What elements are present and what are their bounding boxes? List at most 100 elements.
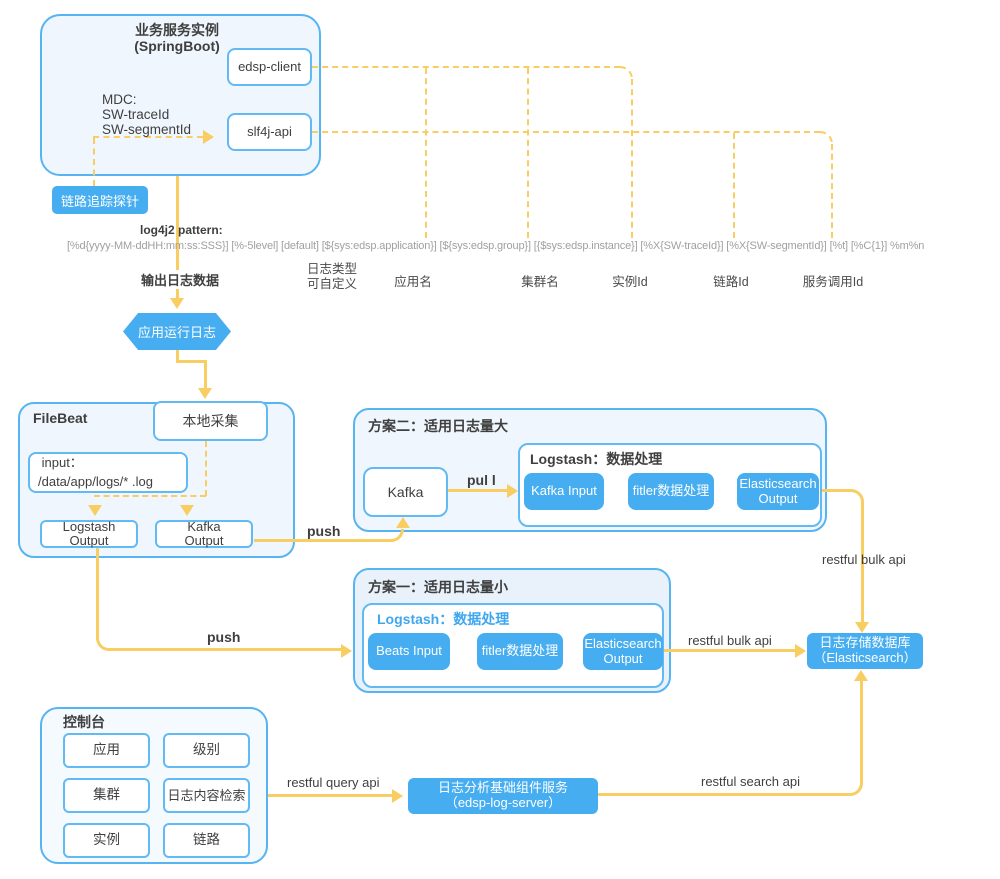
dashed-collect-split — [94, 495, 206, 497]
dashed-drop-segment — [831, 144, 833, 238]
flow-bulk-top-v — [861, 501, 864, 622]
flow-hex-right — [176, 360, 207, 363]
edsp-client-label: edsp-client — [238, 59, 301, 75]
es-store-line2: （Elasticsearch） — [813, 650, 917, 665]
arrow-right-icon — [795, 644, 806, 658]
mdc-text: MDC: SW-traceId SW-segmentId — [102, 92, 191, 137]
flow-bulk-top-h — [819, 489, 852, 492]
dashed-probe-link — [93, 138, 95, 186]
plan2-kafka-input-label: Kafka Input — [531, 483, 597, 499]
filebeat-input-box: input： /data/app/logs/* .log — [28, 452, 188, 493]
flow-push-bottom-v — [96, 548, 99, 640]
console-item-label: 级别 — [193, 742, 220, 758]
plan2-kafka-input-box: Kafka Input — [524, 473, 604, 510]
restful-search-api-label: restful search api — [701, 774, 800, 789]
log-server-line2: （edsp-log-server） — [444, 795, 562, 810]
log-server-line1: 日志分析基础组件服务 — [437, 780, 568, 796]
springboot-title: 业务服务实例 (SpringBoot) — [134, 22, 220, 54]
flow-corner — [391, 529, 404, 542]
plan1-es-output-line2: Output — [603, 650, 643, 666]
flow-query — [268, 794, 392, 797]
es-store-line1: 日志存储数据库 — [819, 635, 911, 651]
mdc-line: MDC: — [102, 92, 137, 107]
dashed-drop-group — [527, 68, 529, 238]
plan2-kafka-box: Kafka — [363, 467, 448, 517]
logstash-output-line2: Output — [69, 533, 109, 548]
flow-kafka-pull — [448, 489, 507, 492]
trace-probe-label: 链路追踪探针 — [60, 193, 139, 209]
annotation-cluster-name: 集群名 — [521, 275, 559, 289]
arrow-down-icon — [88, 505, 102, 516]
kafka-output-line2: Output — [184, 533, 224, 548]
dashed-drop-trace — [733, 133, 735, 238]
annotation-app-name: 应用名 — [394, 275, 432, 289]
arrow-down-icon — [198, 388, 212, 399]
flow-output-log — [176, 176, 179, 298]
plan2-es-output-line2: Output — [758, 490, 798, 506]
console-item-label: 链路 — [193, 832, 220, 848]
flow-search-h — [598, 793, 851, 796]
restful-bulk-api-bottom-label: restful bulk api — [688, 633, 772, 648]
console-item-instance: 实例 — [63, 823, 150, 858]
logstash-output-line1: Logstash — [62, 519, 116, 535]
arrow-down-icon — [855, 622, 869, 633]
push-top-label: push — [307, 523, 341, 539]
slf4j-api-label: slf4j-api — [247, 124, 292, 140]
logstash-output-box: Logstash Output — [40, 520, 138, 548]
console-item-cluster: 集群 — [63, 778, 150, 813]
flow-push-top — [254, 539, 394, 542]
flow-bulk-bottom — [664, 649, 795, 652]
mdc-line: SW-segmentId — [102, 122, 192, 137]
kafka-output-line1: Kafka — [187, 519, 221, 535]
dashed-drop-instance — [631, 79, 633, 238]
springboot-panel — [40, 14, 321, 176]
local-collect-label: 本地采集 — [182, 412, 239, 429]
annotation-instance-id: 实例Id — [612, 275, 648, 289]
app-log-hexagon: 应用运行日志 — [123, 313, 231, 350]
annotation-output-log: 输出日志数据 — [137, 270, 223, 289]
log-server-box: 日志分析基础组件服务 （edsp-log-server） — [408, 778, 598, 814]
plan2-logstash-title: Logstash：数据处理 — [530, 451, 663, 467]
local-collect-box: 本地采集 — [153, 401, 268, 441]
console-item-label: 应用 — [93, 742, 120, 758]
flow-corner — [850, 783, 863, 796]
plan1-es-output-box: Elasticsearch Output — [583, 633, 663, 670]
push-bottom-label: push — [207, 629, 241, 645]
annotation-log-type: 日志类型 可自定义 — [307, 262, 357, 292]
plan2-filter-label: fitler数据处理 — [632, 483, 710, 499]
plan2-filter-box: fitler数据处理 — [628, 473, 714, 510]
flow-push-bottom-h — [108, 648, 341, 651]
mdc-line: SW-traceId — [102, 107, 170, 122]
arrow-up-icon — [854, 670, 868, 681]
app-log-hexagon-label: 应用运行日志 — [137, 325, 216, 340]
dashed-corner — [620, 66, 633, 79]
springboot-title-line2: (SpringBoot) — [134, 38, 220, 55]
dashed-corner — [820, 131, 833, 144]
console-item-level: 级别 — [163, 733, 250, 768]
arrow-down-icon — [180, 505, 194, 516]
springboot-title-line1: 业务服务实例 — [135, 22, 219, 38]
filebeat-input-line2: /data/app/logs/* .log — [38, 473, 153, 489]
arrow-down-icon — [170, 298, 184, 309]
flow-hex-drop — [204, 360, 207, 388]
console-title: 控制台 — [63, 714, 105, 730]
annotation-log-type-line2: 可自定义 — [306, 277, 358, 291]
log4j2-pattern-label: log4j2 pattern: — [140, 223, 223, 237]
console-item-label: 日志内容检索 — [167, 787, 246, 803]
plan2-es-output-line1: Elasticsearch — [739, 475, 817, 491]
dashed-collect-down — [205, 441, 207, 496]
pull-label: pul l — [467, 472, 496, 488]
plan1-logstash-title: Logstash：数据处理 — [377, 611, 510, 627]
slf4j-api-box: slf4j-api — [227, 113, 312, 151]
dashed-mdc-to-slf4j — [93, 136, 203, 138]
arrow-right-icon — [203, 130, 214, 144]
console-item-label: 实例 — [93, 832, 120, 848]
restful-query-api-label: restful query api — [287, 775, 380, 790]
console-item-content-search: 日志内容检索 — [163, 778, 250, 813]
flow-hex-down — [176, 349, 179, 363]
plan1-beats-input-label: Beats Input — [376, 643, 442, 659]
console-item-trace: 链路 — [163, 823, 250, 858]
flow-corner — [96, 638, 109, 651]
filebeat-title: FileBeat — [33, 410, 88, 426]
